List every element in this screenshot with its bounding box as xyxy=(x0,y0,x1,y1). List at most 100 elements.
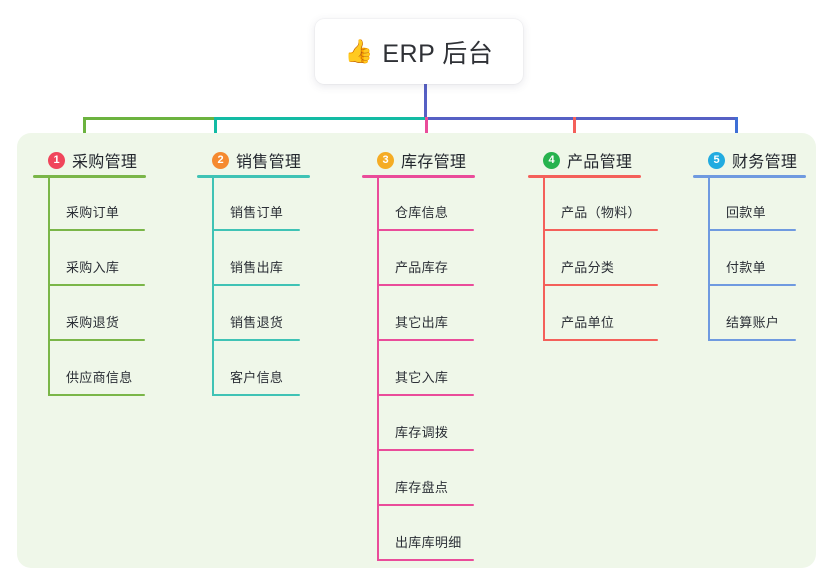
leaf-item-rule xyxy=(708,284,796,286)
leaf-item-label: 库存调拨 xyxy=(395,425,449,440)
thumbs-up-icon: 👍 xyxy=(344,38,374,64)
column-title-finance: 财务管理 xyxy=(732,154,798,171)
leaf-item-rule xyxy=(48,284,145,286)
drop-product xyxy=(573,117,576,148)
leaf-item-rule xyxy=(377,504,474,506)
column-title-inventory: 库存管理 xyxy=(401,154,467,171)
leaf-item-rule xyxy=(708,339,796,341)
leaf-item[interactable]: 其它出库 xyxy=(377,286,474,341)
column-badge-finance: 5 xyxy=(708,151,725,169)
column-inventory: 3 库存管理仓库信息产品库存其它出库其它入库库存调拨库存盘点出库库明细 xyxy=(362,145,477,561)
leaf-item[interactable]: 销售订单 xyxy=(212,176,300,231)
column-badge-sales: 2 xyxy=(212,151,229,169)
leaf-item[interactable]: 销售出库 xyxy=(212,231,300,286)
column-header-finance[interactable]: 5 财务管理 xyxy=(693,145,806,175)
leaf-item-rule xyxy=(212,229,300,231)
leaf-item-label: 采购入库 xyxy=(66,260,120,275)
leaf-item[interactable]: 产品（物料） xyxy=(543,176,658,231)
bus-teal xyxy=(214,117,425,120)
trunk-connector xyxy=(424,84,427,118)
leaf-item-label: 库存盘点 xyxy=(395,480,449,495)
leaf-item-label: 其它出库 xyxy=(395,315,449,330)
leaf-item-label: 销售退货 xyxy=(230,315,284,330)
leaf-item-label: 产品分类 xyxy=(561,260,615,275)
leaf-item[interactable]: 产品分类 xyxy=(543,231,658,286)
leaf-item-label: 其它入库 xyxy=(395,370,449,385)
leaf-item-label: 销售出库 xyxy=(230,260,284,275)
column-title-purchase: 采购管理 xyxy=(72,154,138,171)
bus-blue xyxy=(425,117,735,120)
leaf-item-rule xyxy=(48,339,145,341)
mindmap-panel xyxy=(17,133,816,568)
leaf-item-label: 结算账户 xyxy=(726,315,780,330)
drop-purchase xyxy=(83,117,86,148)
column-rule-inventory xyxy=(362,175,475,178)
column-header-inventory[interactable]: 3 库存管理 xyxy=(362,145,477,175)
column-header-sales[interactable]: 2 销售管理 xyxy=(197,145,310,175)
leaf-item-label: 供应商信息 xyxy=(66,370,133,385)
leaf-item-rule xyxy=(543,339,658,341)
leaf-item-label: 仓库信息 xyxy=(395,205,449,220)
leaf-item-label: 产品（物料） xyxy=(561,205,641,220)
column-purchase: 1 采购管理采购订单采购入库采购退货供应商信息 xyxy=(33,145,148,396)
leaf-item[interactable]: 其它入库 xyxy=(377,341,474,396)
leaf-item[interactable]: 采购退货 xyxy=(48,286,145,341)
column-badge-product: 4 xyxy=(543,151,560,169)
leaf-item-rule xyxy=(212,284,300,286)
leaf-item[interactable]: 出库库明细 xyxy=(377,506,474,561)
column-spine-sales xyxy=(212,176,214,396)
column-rule-product xyxy=(528,175,641,178)
leaf-item-rule xyxy=(48,394,145,396)
drop-finance xyxy=(735,117,738,148)
column-sales: 2 销售管理销售订单销售出库销售退货客户信息 xyxy=(197,145,310,396)
leaf-item-rule xyxy=(48,229,145,231)
leaf-item[interactable]: 采购入库 xyxy=(48,231,145,286)
leaf-item-label: 销售订单 xyxy=(230,205,284,220)
column-finance: 5 财务管理回款单付款单结算账户 xyxy=(693,145,806,341)
column-rule-finance xyxy=(693,175,806,178)
leaf-item[interactable]: 客户信息 xyxy=(212,341,300,396)
leaf-item-label: 产品库存 xyxy=(395,260,449,275)
leaf-item[interactable]: 产品单位 xyxy=(543,286,658,341)
leaf-item[interactable]: 仓库信息 xyxy=(377,176,474,231)
leaf-item-rule xyxy=(377,394,474,396)
column-product: 4 产品管理产品（物料） 产品分类产品单位 xyxy=(528,145,661,341)
leaf-item-rule xyxy=(543,284,658,286)
leaf-item-label: 产品单位 xyxy=(561,315,615,330)
leaf-item-label: 采购订单 xyxy=(66,205,120,220)
page-title: ERP 后台 xyxy=(382,39,494,68)
leaf-item-rule xyxy=(377,284,474,286)
column-title-product: 产品管理 xyxy=(567,154,633,171)
leaf-item[interactable]: 产品库存 xyxy=(377,231,474,286)
leaf-item[interactable]: 结算账户 xyxy=(708,286,796,341)
column-spine-finance xyxy=(708,176,710,341)
leaf-item[interactable]: 回款单 xyxy=(708,176,796,231)
leaf-item[interactable]: 库存调拨 xyxy=(377,396,474,451)
column-rule-purchase xyxy=(33,175,146,178)
leaf-item-rule xyxy=(377,229,474,231)
column-spine-purchase xyxy=(48,176,50,396)
bus-green xyxy=(83,117,214,120)
leaf-item[interactable]: 销售退货 xyxy=(212,286,300,341)
column-spine-product xyxy=(543,176,545,341)
leaf-item[interactable]: 库存盘点 xyxy=(377,451,474,506)
leaf-item-rule xyxy=(543,229,658,231)
leaf-item-rule xyxy=(212,394,300,396)
leaf-item-rule xyxy=(212,339,300,341)
leaf-item[interactable]: 供应商信息 xyxy=(48,341,145,396)
column-badge-purchase: 1 xyxy=(48,151,65,169)
column-badge-inventory: 3 xyxy=(377,151,394,169)
leaf-item-rule xyxy=(377,449,474,451)
leaf-item-rule xyxy=(377,559,474,561)
leaf-item-label: 采购退货 xyxy=(66,315,120,330)
leaf-item[interactable]: 采购订单 xyxy=(48,176,145,231)
column-spine-inventory xyxy=(377,176,379,561)
leaf-item-label: 出库库明细 xyxy=(395,535,462,550)
leaf-item[interactable]: 付款单 xyxy=(708,231,796,286)
column-rule-sales xyxy=(197,175,310,178)
leaf-item-label: 客户信息 xyxy=(230,370,284,385)
root-title-card: 👍 ERP 后台 xyxy=(315,19,523,84)
column-header-product[interactable]: 4 产品管理 xyxy=(528,145,661,175)
column-header-purchase[interactable]: 1 采购管理 xyxy=(33,145,148,175)
column-title-sales: 销售管理 xyxy=(236,154,302,171)
